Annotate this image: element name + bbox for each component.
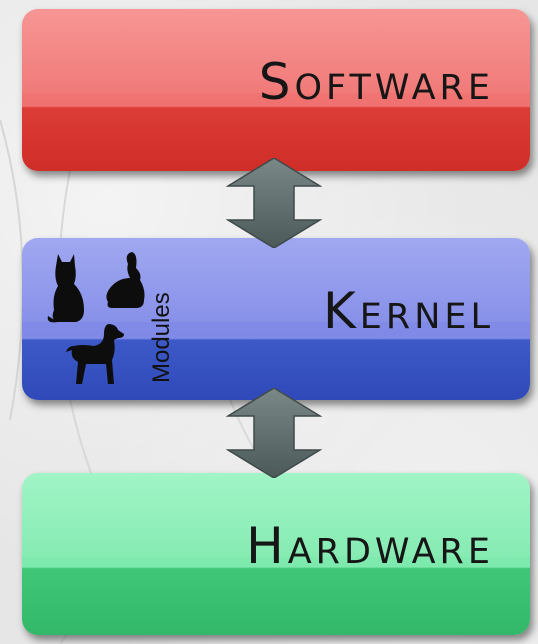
software-layer: Software (22, 9, 530, 171)
software-label: Software (258, 53, 494, 111)
dog-icon (66, 324, 124, 384)
modules-label: Modules (148, 292, 175, 383)
kernel-label: Kernel (322, 282, 494, 340)
bidirectional-arrow-icon (226, 388, 322, 478)
cat-icon (47, 254, 84, 323)
hardware-label: Hardware (246, 517, 494, 575)
hardware-layer: Hardware (22, 473, 530, 635)
rabbit-icon (106, 252, 145, 308)
bidirectional-arrow-icon (226, 158, 322, 248)
kernel-layer: Modules Kernel (22, 238, 530, 400)
